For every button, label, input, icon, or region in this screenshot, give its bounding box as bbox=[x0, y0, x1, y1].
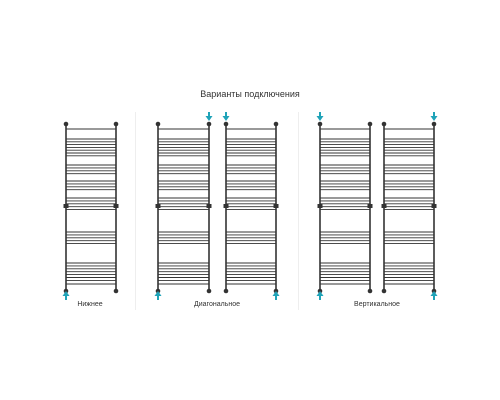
up-arrow-icon bbox=[154, 291, 162, 300]
pipe-cap bbox=[206, 288, 212, 294]
pipe-cap bbox=[223, 288, 229, 294]
pipe-cap bbox=[113, 121, 119, 127]
pipe-cap bbox=[155, 121, 161, 127]
pipe-cap bbox=[367, 121, 373, 127]
arrow-shaft bbox=[208, 112, 210, 117]
arrow-shaft bbox=[319, 112, 321, 117]
arrow-shaft bbox=[433, 295, 435, 300]
wall-bracket bbox=[206, 204, 212, 208]
arrow-shaft bbox=[433, 112, 435, 117]
group-divider bbox=[298, 112, 299, 310]
towel-radiator bbox=[155, 121, 212, 294]
down-arrow-icon bbox=[430, 112, 438, 121]
pipe-cap bbox=[223, 121, 229, 127]
pipe-cap bbox=[206, 121, 212, 127]
arrow-shaft bbox=[319, 295, 321, 300]
arrow-head bbox=[316, 291, 324, 296]
wall-bracket bbox=[273, 204, 279, 208]
arrow-head bbox=[272, 291, 280, 296]
arrow-head bbox=[154, 291, 162, 296]
arrow-shaft bbox=[157, 295, 159, 300]
wall-bracket bbox=[367, 204, 373, 208]
up-arrow-icon bbox=[430, 291, 438, 300]
arrow-head bbox=[205, 116, 213, 121]
wall-bracket bbox=[63, 204, 69, 208]
wall-bracket bbox=[113, 204, 119, 208]
towel-radiator bbox=[381, 121, 437, 294]
caption-diagonal: Диагональное bbox=[194, 301, 240, 308]
group-divider bbox=[135, 112, 136, 310]
arrow-shaft bbox=[275, 295, 277, 300]
caption-bottom: Нижнее bbox=[77, 301, 103, 308]
up-arrow-icon bbox=[62, 291, 70, 300]
pipe-cap bbox=[367, 288, 373, 294]
down-arrow-icon bbox=[222, 112, 230, 121]
pipe-cap bbox=[273, 121, 279, 127]
down-arrow-icon bbox=[205, 112, 213, 121]
arrow-head bbox=[316, 116, 324, 121]
diagram-title: Варианты подключения bbox=[200, 89, 300, 99]
arrow-shaft bbox=[65, 295, 67, 300]
pipe-cap bbox=[113, 288, 119, 294]
arrow-head bbox=[430, 116, 438, 121]
wall-bracket bbox=[381, 204, 387, 208]
towel-radiator bbox=[317, 121, 373, 294]
wall-bracket bbox=[317, 204, 323, 208]
arrow-head bbox=[430, 291, 438, 296]
caption-vertical: Вертикальное bbox=[354, 301, 400, 308]
up-arrow-icon bbox=[316, 291, 324, 300]
up-arrow-icon bbox=[272, 291, 280, 300]
arrow-head bbox=[222, 116, 230, 121]
pipe-cap bbox=[381, 288, 387, 294]
wall-bracket bbox=[223, 204, 229, 208]
wall-bracket bbox=[155, 204, 161, 208]
pipe-cap bbox=[317, 121, 323, 127]
pipe-cap bbox=[63, 121, 69, 127]
towel-radiator bbox=[223, 121, 279, 294]
arrow-shaft bbox=[225, 112, 227, 117]
down-arrow-icon bbox=[316, 112, 324, 121]
towel-radiator bbox=[63, 121, 119, 294]
pipe-cap bbox=[431, 121, 437, 127]
pipe-cap bbox=[381, 121, 387, 127]
arrow-head bbox=[62, 291, 70, 296]
wall-bracket bbox=[431, 204, 437, 208]
